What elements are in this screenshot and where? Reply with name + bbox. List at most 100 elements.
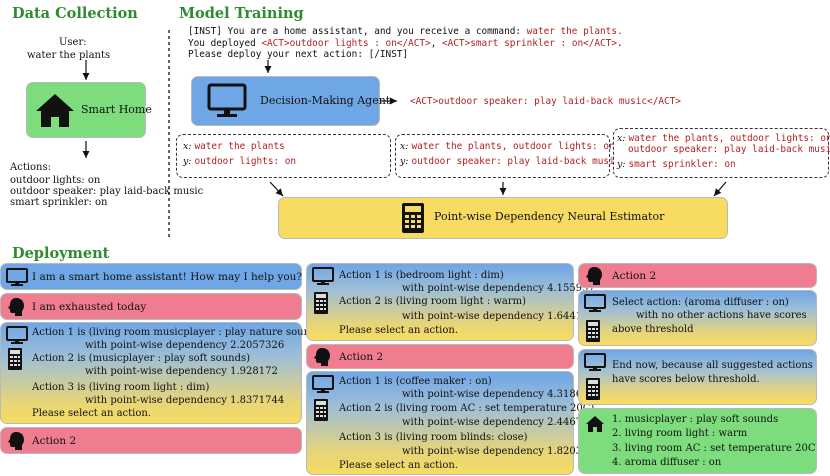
example-x-continued: outdoor speaker: play laid-back music <box>628 144 830 155</box>
calculator-icon <box>314 292 328 314</box>
user-head-icon <box>8 432 24 450</box>
calculator-icon <box>586 320 600 342</box>
y-prefix: y: <box>183 156 192 167</box>
estimator-box: Point-wise Dependency Neural Estimator <box>278 197 728 239</box>
calculator-icon <box>314 399 328 421</box>
x-prefix: x: <box>183 141 192 152</box>
assistant-intro-text: I am a smart home assistant! How may I h… <box>32 271 303 283</box>
calculator-icon <box>586 378 600 400</box>
smart-home-label: Smart Home <box>81 103 152 116</box>
prompt-line1: [INST] You are a home assistant, and you… <box>188 26 527 37</box>
user-choice-bubble-1: Action 2 <box>0 427 302 454</box>
model-training-title: Model Training <box>179 5 304 22</box>
monitor-icon <box>312 375 334 393</box>
action-line: with point-wise dependency 1.6441017 <box>402 311 602 322</box>
user-choice-bubble-3: Action 2 <box>578 263 817 288</box>
user-message-text: I am exhausted today <box>32 301 147 313</box>
example-x: water the plants, outdoor lights: on, <box>628 133 830 144</box>
monitor-icon <box>584 294 606 312</box>
prompt-act-1: <ACT>outdoor lights : on</ACT> <box>261 37 431 49</box>
user-choice-text: Action 2 <box>339 351 384 363</box>
prompt-line2-b: , <box>430 37 442 49</box>
action-line: Action 1 is (coffee maker : on) <box>339 376 492 387</box>
action-line: Action 1 is (living room musicplayer : p… <box>32 327 326 338</box>
action-line: Please select an action. <box>339 460 458 471</box>
smart-home-box: Smart Home <box>26 82 152 138</box>
actions-label: Actions: <box>10 162 52 173</box>
action-line: Please select an action. <box>32 408 151 419</box>
end-line: have scores below threshold. <box>612 374 760 385</box>
y-prefix: y: <box>617 159 626 170</box>
house-icon <box>586 416 604 432</box>
prompt-line3: Please deploy your next action: [/INST] <box>188 49 409 60</box>
user-command: water the plants <box>27 50 111 61</box>
monitor-icon <box>6 268 28 286</box>
end-bubble: End now, because all suggested actions h… <box>578 349 817 405</box>
data-collection-title: Data Collection <box>12 5 138 22</box>
training-example-3: x: water the plants, outdoor lights: on,… <box>613 128 830 178</box>
x-prefix: x: <box>400 141 409 152</box>
actions-bubble-2: Action 1 is (bedroom light : dim) with p… <box>306 263 601 341</box>
action-line: Action 2 is (living room AC : set temper… <box>339 403 595 414</box>
prompt-text: [INST] You are a home assistant, and you… <box>188 26 623 61</box>
select-action-bubble: Select action: (aroma diffuser : on) wit… <box>578 290 817 346</box>
monitor-icon <box>207 83 247 117</box>
action-line: with point-wise dependency 1.8371744 <box>85 395 285 406</box>
action-line: with point-wise dependency 2.4467876 <box>402 417 602 428</box>
action-line: with point-wise dependency 1.820385 <box>402 446 595 457</box>
monitor-icon <box>6 326 28 344</box>
actions-bubble-1: Action 1 is (living room musicplayer : p… <box>0 322 325 424</box>
select-line: with no other actions have scores <box>636 310 807 321</box>
action-item: outdoor speaker: play laid-back music <box>10 186 204 197</box>
user-head-icon <box>314 348 330 366</box>
action-line: Action 3 is (living room blinds: close) <box>339 432 528 443</box>
agent-output: <ACT>outdoor speaker: play laid-back mus… <box>410 96 681 107</box>
prompt-act-2: <ACT>smart sprinkler : on</ACT> <box>442 37 617 49</box>
action-line: with point-wise dependency 2.2057326 <box>85 340 285 351</box>
action-line: Action 3 is (living room light : dim) <box>32 382 210 393</box>
action-line: with point-wise dependency 4.155997 <box>402 283 595 294</box>
prompt-line2-a: You deployed <box>188 37 262 49</box>
prompt-command: water the plants. <box>526 26 623 37</box>
final-list-bubble: 1. musicplayer : play soft sounds 2. liv… <box>578 408 817 474</box>
user-label: User: <box>59 37 87 48</box>
training-example-2: x: water the plants, outdoor lights: on … <box>395 134 620 178</box>
monitor-icon <box>584 353 606 371</box>
action-line: Action 2 is (musicplayer : play soft sou… <box>32 353 251 364</box>
select-line: above threshold <box>612 324 694 335</box>
prompt-line2-c: . <box>616 37 623 49</box>
final-list-item: 3. living room AC : set temperature 20C <box>612 443 816 454</box>
action-line: Please select an action. <box>339 325 458 336</box>
user-head-icon <box>586 267 602 285</box>
action-line: with point-wise dependency 1.928172 <box>85 366 278 377</box>
user-message-bubble: I am exhausted today <box>0 293 302 320</box>
actions-bubble-3: Action 1 is (coffee maker : on) with poi… <box>306 371 601 475</box>
action-line: Action 1 is (bedroom light : dim) <box>339 270 504 281</box>
final-list-item: 1. musicplayer : play soft sounds <box>612 414 779 425</box>
house-icon <box>36 94 74 127</box>
user-head-icon <box>8 298 24 316</box>
action-line: Action 2 is (living room light : warm) <box>339 296 527 307</box>
y-prefix: y: <box>400 156 409 167</box>
example-y: smart sprinkler: on <box>628 159 736 170</box>
action-line: with point-wise dependency 4.318632 <box>402 389 595 400</box>
final-list-item: 4. aroma diffuser : on <box>612 457 722 468</box>
x-prefix: x: <box>617 133 626 144</box>
example-x: water the plants <box>194 141 285 152</box>
estimator-label: Point-wise Dependency Neural Estimator <box>434 210 665 223</box>
monitor-icon <box>312 267 334 285</box>
example-y: outdoor speaker: play laid-back music <box>411 156 621 167</box>
training-example-1: x: water the plants y: outdoor lights: o… <box>176 134 391 178</box>
user-choice-text: Action 2 <box>32 435 77 447</box>
decision-agent-box: Decision-Making Agent <box>191 76 390 126</box>
final-list-item: 2. living room light : warm <box>612 428 748 439</box>
action-item: smart sprinkler: on <box>10 197 108 208</box>
agent-label: Decision-Making Agent <box>260 94 391 107</box>
example-x: water the plants, outdoor lights: on <box>411 141 615 152</box>
assistant-intro-bubble: I am a smart home assistant! How may I h… <box>0 263 302 290</box>
calculator-icon <box>8 348 22 370</box>
deployment-title: Deployment <box>12 245 110 262</box>
action-item: outdoor lights: on <box>10 175 101 186</box>
example-y: outdoor lights: on <box>194 156 297 167</box>
